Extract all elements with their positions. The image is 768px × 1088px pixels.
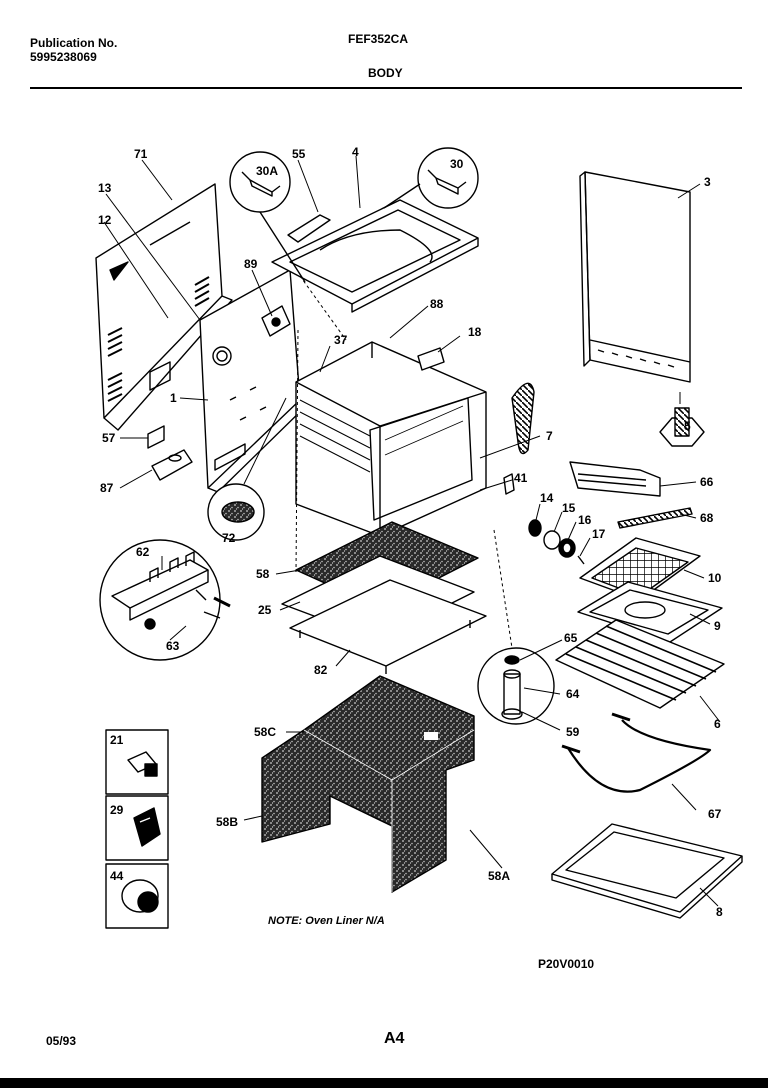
item-box-21 xyxy=(105,729,169,795)
plate-82 xyxy=(289,579,487,674)
label-62: 62 xyxy=(136,545,150,559)
diagram-note: NOTE: Oven Liner N/A xyxy=(268,915,385,927)
element-66 xyxy=(569,461,661,497)
label-58a: 58A xyxy=(488,869,510,883)
part-14 xyxy=(528,519,542,537)
part-16-center xyxy=(562,542,572,554)
leveler-5 xyxy=(659,407,705,447)
label-17: 17 xyxy=(592,527,606,541)
label-89: 89 xyxy=(244,257,258,271)
label-58: 58 xyxy=(256,567,270,581)
label-72: 72 xyxy=(222,531,236,545)
label-29: 29 xyxy=(110,803,124,817)
label-5: 5 xyxy=(684,419,691,433)
insulation-wrap-58abc xyxy=(261,675,475,893)
header-rule xyxy=(30,87,742,89)
door-panel-3 xyxy=(579,171,691,383)
bracket-57 xyxy=(147,425,165,449)
part-18 xyxy=(417,347,445,371)
item-box-44 xyxy=(105,863,169,929)
label-21: 21 xyxy=(110,733,124,747)
label-7: 7 xyxy=(546,429,553,443)
label-1: 1 xyxy=(170,391,177,405)
label-65: 65 xyxy=(564,631,578,645)
label-82: 82 xyxy=(314,663,328,677)
label-14: 14 xyxy=(540,491,554,505)
label-58b: 58B xyxy=(216,815,238,829)
sensor-wire-67 xyxy=(567,719,712,793)
label-64: 64 xyxy=(566,687,580,701)
item-box-29 xyxy=(105,795,169,861)
label-6: 6 xyxy=(714,717,721,731)
label-88: 88 xyxy=(430,297,444,311)
label-10: 10 xyxy=(708,571,722,585)
detail-circle-30a xyxy=(229,151,291,213)
back-panel-71 xyxy=(95,183,233,431)
leader-lines xyxy=(103,155,721,907)
label-15: 15 xyxy=(562,501,576,515)
bracket-87 xyxy=(151,449,193,481)
label-63: 63 xyxy=(166,639,180,653)
label-41: 41 xyxy=(514,471,528,485)
bracket-55 xyxy=(287,214,331,243)
publication-number: 5995238069 xyxy=(30,50,97,64)
callout-labels: 71 13 12 30A 55 4 30 3 89 88 37 18 1 57 … xyxy=(98,145,723,971)
strip-68 xyxy=(617,507,693,529)
label-30a: 30A xyxy=(256,164,278,178)
label-57: 57 xyxy=(102,431,116,445)
footer-date: 05/93 xyxy=(46,1034,77,1048)
label-12: 12 xyxy=(98,213,112,227)
label-25: 25 xyxy=(258,603,272,617)
part-15 xyxy=(543,530,561,550)
detail-circle-72 xyxy=(207,483,265,541)
label-67: 67 xyxy=(708,807,722,821)
detail-circle-30 xyxy=(417,147,479,209)
label-3: 3 xyxy=(704,175,711,189)
drawing-code: P20V0010 xyxy=(538,957,594,971)
label-87: 87 xyxy=(100,481,114,495)
bottom-border xyxy=(0,1078,768,1088)
label-55: 55 xyxy=(292,147,306,161)
part-17 xyxy=(577,555,585,565)
label-8: 8 xyxy=(716,905,723,919)
detail-circle-terminal-block xyxy=(99,539,231,661)
footer-page-number: A4 xyxy=(384,1030,405,1047)
detail-circle-burner-parts xyxy=(477,647,555,725)
label-71: 71 xyxy=(134,147,148,161)
left-side-frame-1 xyxy=(199,269,309,493)
label-4: 4 xyxy=(352,145,359,159)
label-18: 18 xyxy=(468,325,482,339)
label-9: 9 xyxy=(714,619,721,633)
oven-rack-6 xyxy=(555,619,725,709)
bake-element-7 xyxy=(511,382,535,455)
fastener-89 xyxy=(271,317,281,327)
label-16: 16 xyxy=(578,513,592,527)
label-66: 66 xyxy=(700,475,714,489)
drawer-8 xyxy=(551,823,743,919)
part-41 xyxy=(503,473,515,495)
top-frame-4 xyxy=(271,199,479,313)
leader-30a xyxy=(259,211,306,283)
label-37: 37 xyxy=(334,333,348,347)
model-number: FEF352CA xyxy=(348,32,409,46)
section-title: BODY xyxy=(368,66,403,80)
label-58c: 58C xyxy=(254,725,276,739)
oven-cavity xyxy=(295,341,487,537)
publication-label: Publication No. xyxy=(30,36,118,50)
label-59: 59 xyxy=(566,725,580,739)
label-30: 30 xyxy=(450,157,464,171)
sensor-ends-67 xyxy=(561,712,631,754)
label-13: 13 xyxy=(98,181,112,195)
leader-30 xyxy=(383,183,421,209)
label-68: 68 xyxy=(700,511,714,525)
label-44: 44 xyxy=(110,869,124,883)
